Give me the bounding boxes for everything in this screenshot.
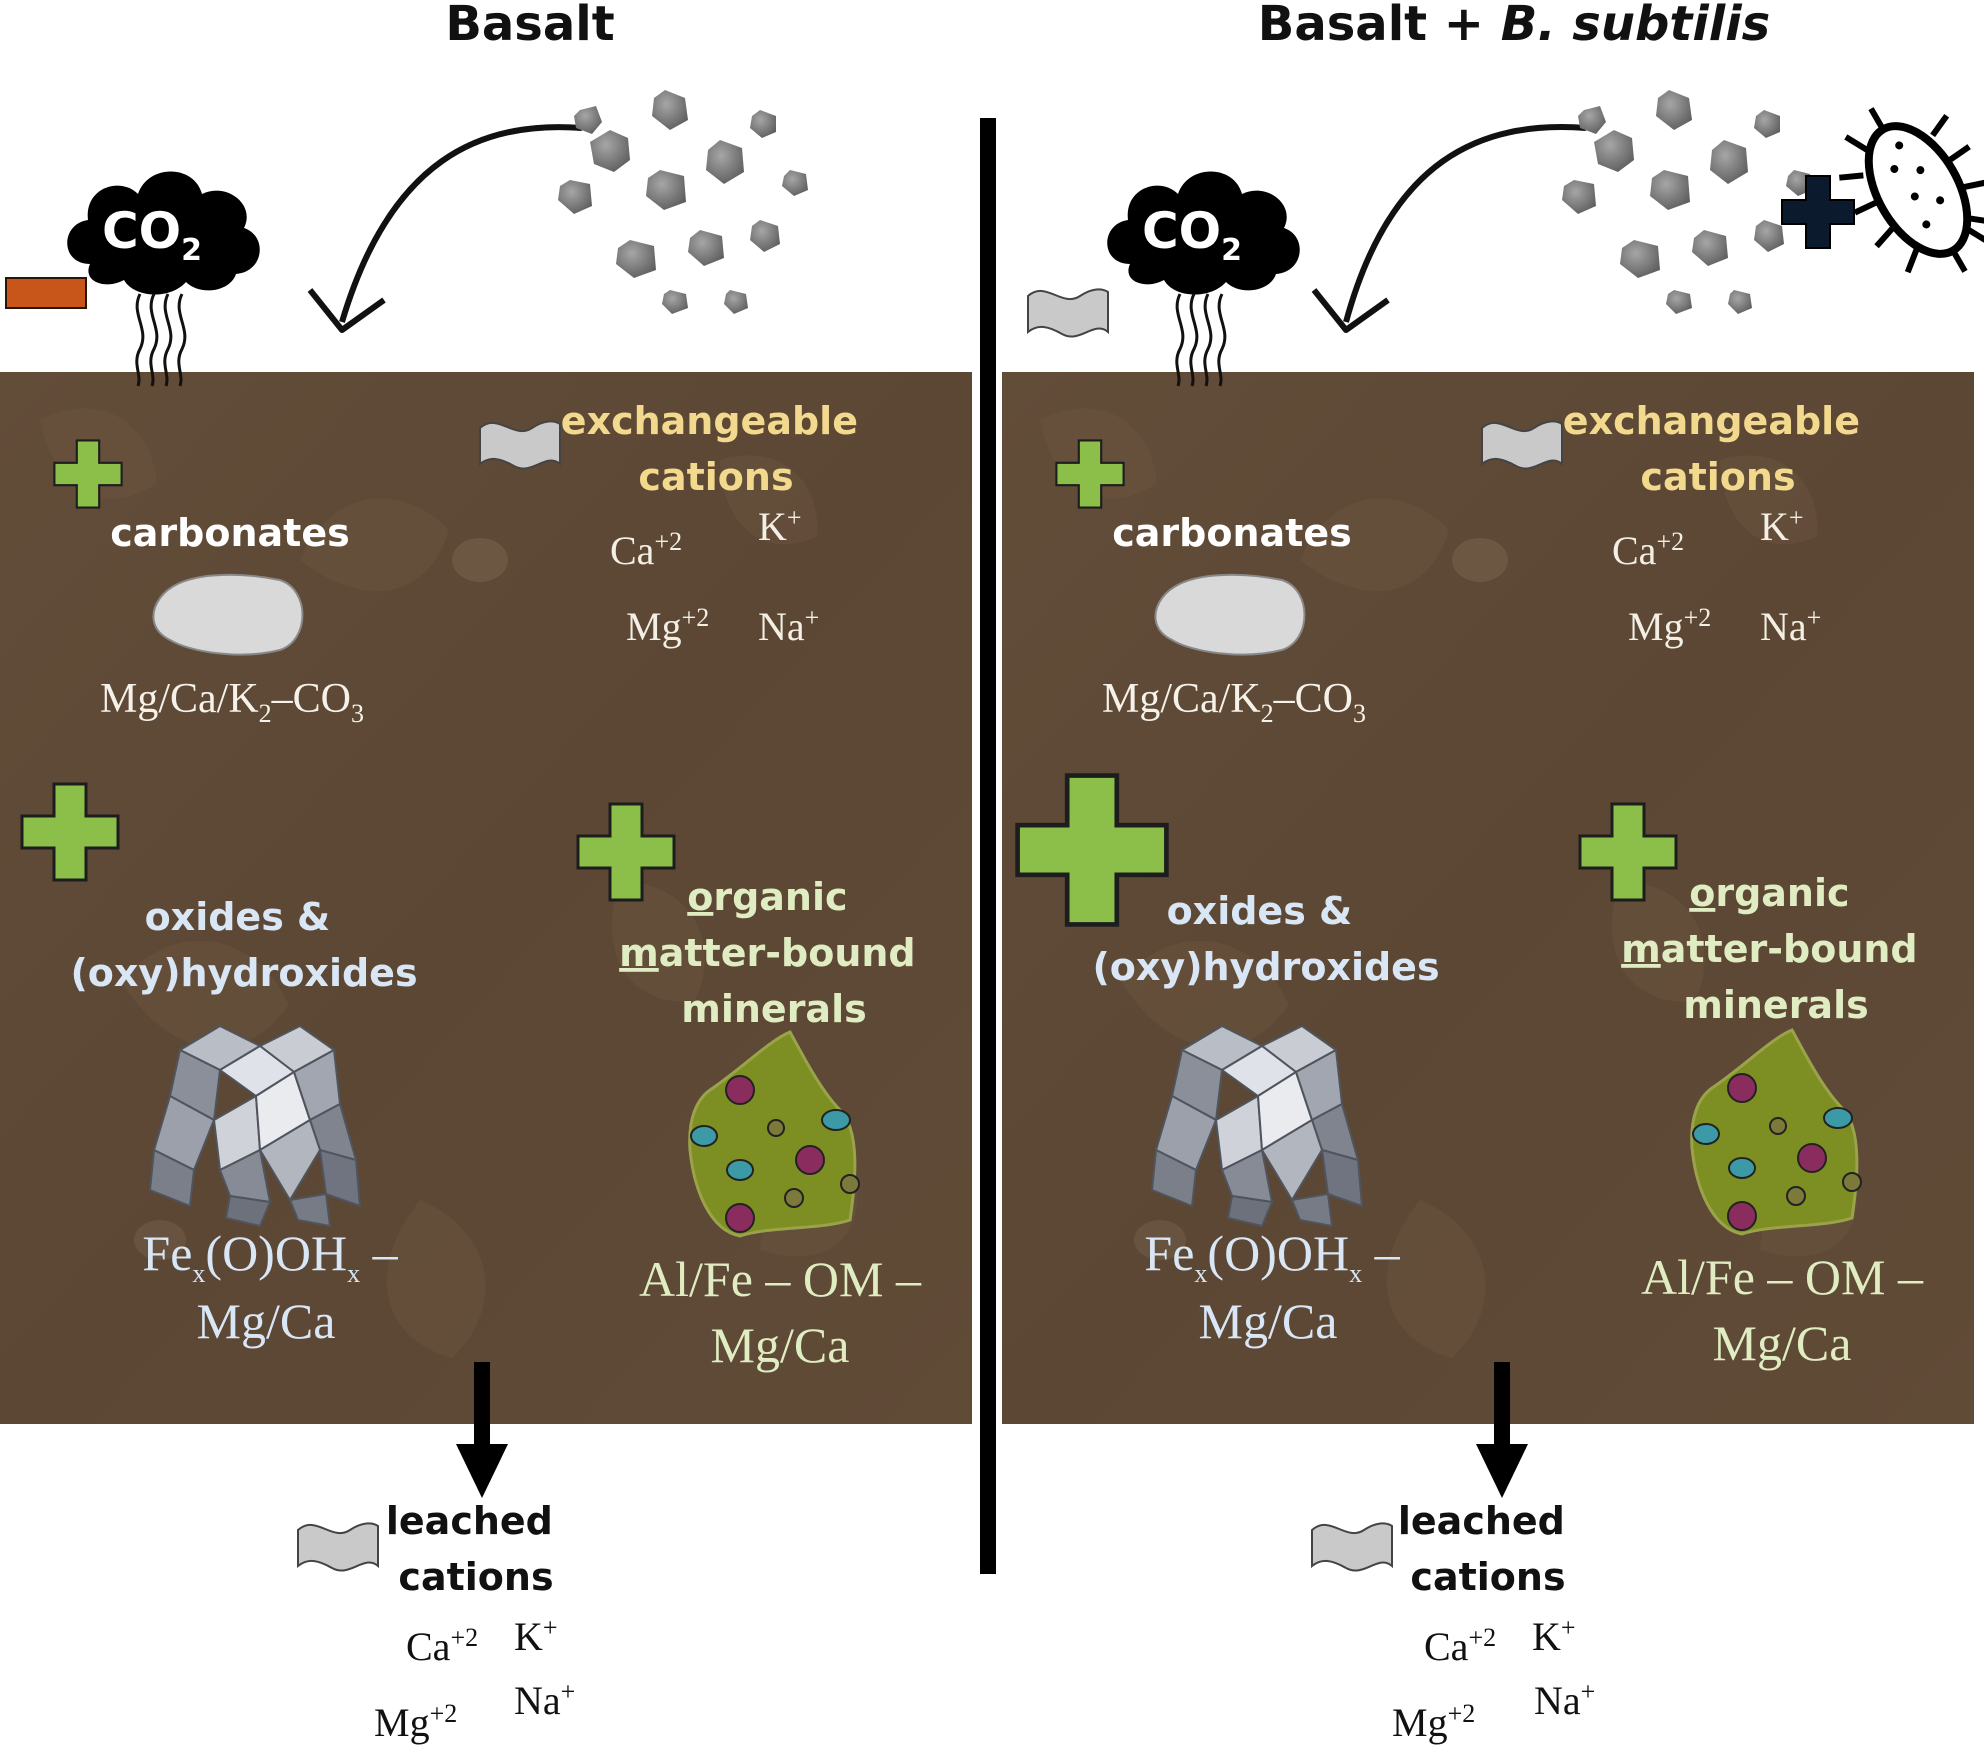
panel-title: Basalt [445,0,614,52]
no-change-tilde-icon [297,1522,379,1572]
leached-ions: Ca+2 K+ Mg+2 Na+ [1392,1613,1595,1745]
ion-k: K+ [514,1613,558,1659]
oxide-formula-line2: Mg/Ca [197,1293,336,1349]
co2-cloud-icon: CO2 [67,171,260,295]
ion-ca: Ca+2 [406,1623,478,1669]
ion-ca: Ca+2 [610,527,682,573]
leached-cations-label: leached cations [1398,1499,1578,1599]
panel-title: Basalt + B. subtilis [1258,0,1771,52]
co2-label: CO2 [1142,202,1242,268]
carbonates-label: carbonates [1112,511,1351,555]
carbonate-mineral-icon [1154,573,1306,656]
leaching-arrow [474,1362,490,1448]
exchangeable-ions: Ca+2 K+ Mg+2 Na+ [1612,503,1821,649]
oxides-label: oxides & (oxy)hydroxides [1092,889,1439,989]
ion-k: K+ [1532,1613,1576,1659]
carbonates-label: carbonates [110,511,349,555]
panel-divider [980,118,996,1574]
ion-na: Na+ [1760,603,1821,649]
leaching-arrow [1494,1362,1510,1448]
basalt-rocks [1562,90,1812,314]
organic-formula-line2: Mg/Ca [1713,1315,1852,1371]
soil-texture [1028,400,1873,1373]
organic-formula-line2: Mg/Ca [711,1317,850,1373]
organic-formula: Al/Fe – OM – [639,1251,922,1307]
ion-mg: Mg+2 [1392,1699,1475,1745]
ion-k: K+ [758,503,802,549]
organic-label: organic matter-bound minerals [1621,871,1931,1027]
soil-texture [28,400,873,1373]
exchangeable-cations-label: exchangeable cations [1563,399,1873,499]
ion-ca: Ca+2 [1424,1623,1496,1669]
carbonate-formula: Mg/Ca/K2–CO3 [1102,676,1366,728]
oxide-formula-line2: Mg/Ca [1199,1293,1338,1349]
organic-label: organic matter-bound minerals [619,875,929,1031]
leached-cations-label: leached cations [386,1499,566,1599]
ion-mg: Mg+2 [626,603,709,649]
basalt-addition-arrow [339,124,583,323]
ion-na: Na+ [514,1677,575,1723]
ion-ca: Ca+2 [1612,527,1684,573]
ion-mg: Mg+2 [374,1699,457,1745]
exchangeable-cations-label: exchangeable cations [561,399,871,499]
no-change-tilde-icon [1311,1522,1393,1572]
oxides-label: oxides & (oxy)hydroxides [70,895,417,995]
exchangeable-ions: Ca+2 K+ Mg+2 Na+ [610,503,819,649]
panel-basalt: Basalt CO2 c [0,0,972,1745]
carbonate-mineral-icon [152,573,304,656]
oxide-formula: Fex(O)OHx – [142,1225,398,1288]
panel-basalt-bsubtilis: Basalt + B. subtilis [1002,0,1984,1745]
carbonate-formula: Mg/Ca/K2–CO3 [100,676,364,728]
organic-formula: Al/Fe – OM – [1641,1249,1924,1305]
leached-ions: Ca+2 K+ Mg+2 Na+ [374,1613,575,1745]
no-change-tilde-icon [1027,288,1109,338]
decrease-minus-icon [5,277,87,309]
bacterium-icon [1839,107,1984,274]
ion-mg: Mg+2 [1628,603,1711,649]
oxide-formula: Fex(O)OHx – [1144,1225,1400,1288]
ion-na: Na+ [1534,1677,1595,1723]
basalt-addition-arrow [1343,124,1587,323]
co2-label: CO2 [102,202,202,268]
basalt-rocks [558,90,808,314]
plus-join-icon [1781,175,1855,249]
co2-cloud-icon: CO2 [1107,171,1300,295]
ion-k: K+ [1760,503,1804,549]
ion-na: Na+ [758,603,819,649]
